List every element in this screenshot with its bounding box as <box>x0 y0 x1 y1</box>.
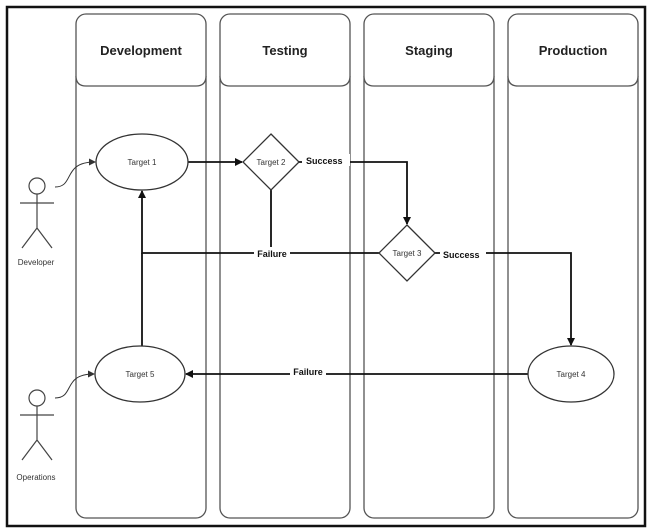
lane-title: Testing <box>262 43 307 58</box>
svg-text:Target 3: Target 3 <box>393 249 422 258</box>
lane-title: Production <box>539 43 608 58</box>
actor-label: Operations <box>16 473 55 482</box>
edge-developer-to-target1 <box>54 158 96 188</box>
node-target3: Target 3 <box>378 224 436 282</box>
edge-label-target2-success: Success <box>306 156 343 166</box>
svg-text:Target 4: Target 4 <box>557 370 586 379</box>
svg-text:Target 1: Target 1 <box>128 158 157 167</box>
node-target1: Target 1 <box>95 133 189 191</box>
lane-title: Staging <box>405 43 453 58</box>
lane-development: Development <box>75 13 207 519</box>
edge-label-target4-failure: Failure <box>293 367 323 377</box>
svg-text:Target 2: Target 2 <box>257 158 286 167</box>
lane-testing: Testing <box>219 13 351 519</box>
lane-title: Development <box>100 43 182 58</box>
edge-target2-failure <box>138 190 272 254</box>
svg-text:Target 5: Target 5 <box>126 370 155 379</box>
edge-operations-to-target5 <box>54 370 95 399</box>
node-target4: Target 4 <box>527 345 615 403</box>
actor-developer-icon: Developer <box>18 177 55 267</box>
node-target2: Target 2 <box>242 133 300 191</box>
actor-label: Developer <box>18 258 55 267</box>
node-target5: Target 5 <box>94 345 186 403</box>
lane-staging: Staging <box>363 13 495 519</box>
edge-label-target3-success: Success <box>443 250 480 260</box>
edge-label-target2-failure: Failure <box>257 249 287 259</box>
diagram-border <box>5 5 647 528</box>
actor-operations-icon: Operations <box>16 389 56 482</box>
lane-production: Production <box>507 13 639 519</box>
